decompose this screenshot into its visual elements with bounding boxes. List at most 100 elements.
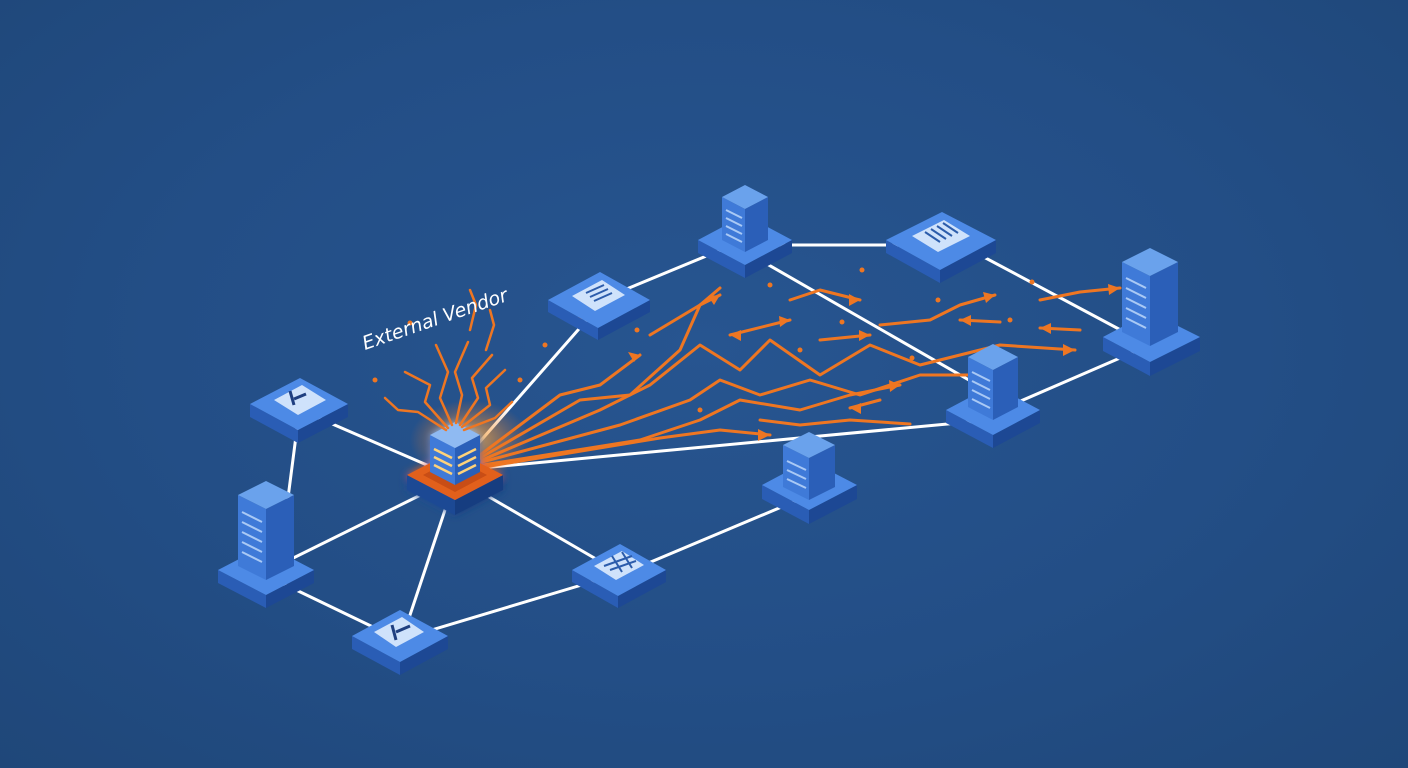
server-icon — [433, 447, 477, 476]
arrowhead — [1063, 344, 1075, 356]
tower-top — [238, 481, 294, 509]
pad-side-right — [618, 570, 666, 608]
arrowhead — [983, 292, 995, 303]
node-tower-far-right — [1103, 248, 1200, 376]
pad-plate — [274, 385, 326, 415]
document-icon — [288, 390, 307, 406]
attack-particle — [909, 355, 915, 361]
server-icon — [1125, 277, 1147, 329]
attack-stream — [878, 293, 997, 327]
pad-side-left — [352, 636, 400, 675]
link — [978, 253, 1132, 337]
arrowhead — [730, 330, 741, 341]
pad-side-left — [1103, 337, 1150, 376]
attack-particle — [859, 267, 865, 273]
node-pad-top-right — [886, 212, 996, 283]
attack-particle — [372, 377, 378, 383]
tower-top — [968, 344, 1018, 370]
arrowhead — [1040, 323, 1051, 334]
attack-particle — [634, 327, 640, 333]
attack-particle — [697, 407, 703, 413]
attack-stream — [480, 373, 982, 464]
arrowhead — [628, 352, 640, 362]
pad-side-left — [572, 570, 618, 608]
document-icon — [585, 284, 613, 302]
pad-side-right — [809, 485, 857, 524]
attack-particle — [935, 297, 941, 303]
server-icon — [786, 460, 807, 489]
node-external-vendor — [407, 422, 503, 515]
pad-side-right — [993, 410, 1040, 448]
arrowhead — [850, 403, 861, 414]
tower-top — [1122, 248, 1178, 276]
node-tower-right — [946, 344, 1040, 448]
tower-right — [266, 495, 294, 580]
node-pad-middle-bottom — [572, 544, 666, 608]
link — [758, 258, 997, 397]
node-pad-top-left — [548, 272, 650, 340]
link — [458, 418, 992, 472]
attack-stream — [648, 286, 722, 337]
attack-particle — [1029, 279, 1035, 285]
arrowhead — [889, 380, 900, 392]
attack-particle — [517, 377, 523, 383]
attack-particle — [767, 282, 773, 288]
arrowhead — [779, 316, 790, 327]
pad-side-left — [698, 240, 745, 278]
tower-right — [993, 357, 1018, 420]
server-icon — [725, 209, 743, 243]
tower-right — [1150, 262, 1178, 346]
node-pad-bottom — [352, 610, 448, 675]
arrowhead — [859, 330, 870, 341]
node-tower-left — [218, 481, 314, 608]
node-tower-top — [698, 185, 792, 278]
pad-side-right — [400, 636, 448, 675]
arrowhead — [849, 294, 860, 306]
node-tower-center — [762, 432, 857, 524]
attack-stream — [481, 383, 902, 467]
attack-stream — [788, 288, 862, 302]
attack-stream — [1038, 286, 1122, 302]
pad-side-left — [250, 404, 298, 443]
attack-particle — [797, 347, 803, 353]
tower-right — [809, 445, 835, 500]
pad-side-left — [886, 240, 940, 283]
tower-top — [783, 432, 835, 458]
pad-side-right — [940, 240, 996, 283]
attack-stream — [478, 353, 642, 457]
tower-right — [745, 197, 768, 252]
attack-stream — [758, 418, 912, 427]
server-icon — [971, 371, 991, 409]
pad-side-left — [218, 570, 266, 608]
pad-side-left — [762, 485, 809, 524]
document-icon — [603, 551, 637, 573]
pad-side-left — [548, 300, 598, 340]
attack-particle — [407, 320, 413, 326]
pad-side-right — [598, 300, 650, 340]
pad-plate — [572, 280, 625, 311]
vendor-base-side-left — [407, 475, 455, 515]
link — [618, 493, 812, 577]
arrowhead — [960, 315, 971, 326]
vendor-lightning-icon — [383, 288, 514, 432]
pad-side-left — [946, 410, 993, 448]
document-icon — [390, 624, 411, 641]
arrowhead — [708, 295, 720, 305]
pad-side-right — [745, 240, 792, 278]
arrowhead — [758, 429, 770, 441]
pad-side-right — [266, 570, 314, 608]
pad-side-right — [298, 404, 348, 443]
attack-particle — [542, 342, 548, 348]
attack-particle — [839, 319, 845, 325]
pad-side-right — [1150, 337, 1200, 376]
list-icon — [924, 222, 959, 243]
attack-particle — [1007, 317, 1013, 323]
server-icon — [241, 511, 263, 563]
tower-top — [722, 185, 768, 209]
vendor-base-side-right — [455, 475, 503, 515]
arrowhead — [1108, 284, 1120, 295]
attack-stream — [480, 338, 1077, 462]
attack-stream — [482, 428, 772, 469]
